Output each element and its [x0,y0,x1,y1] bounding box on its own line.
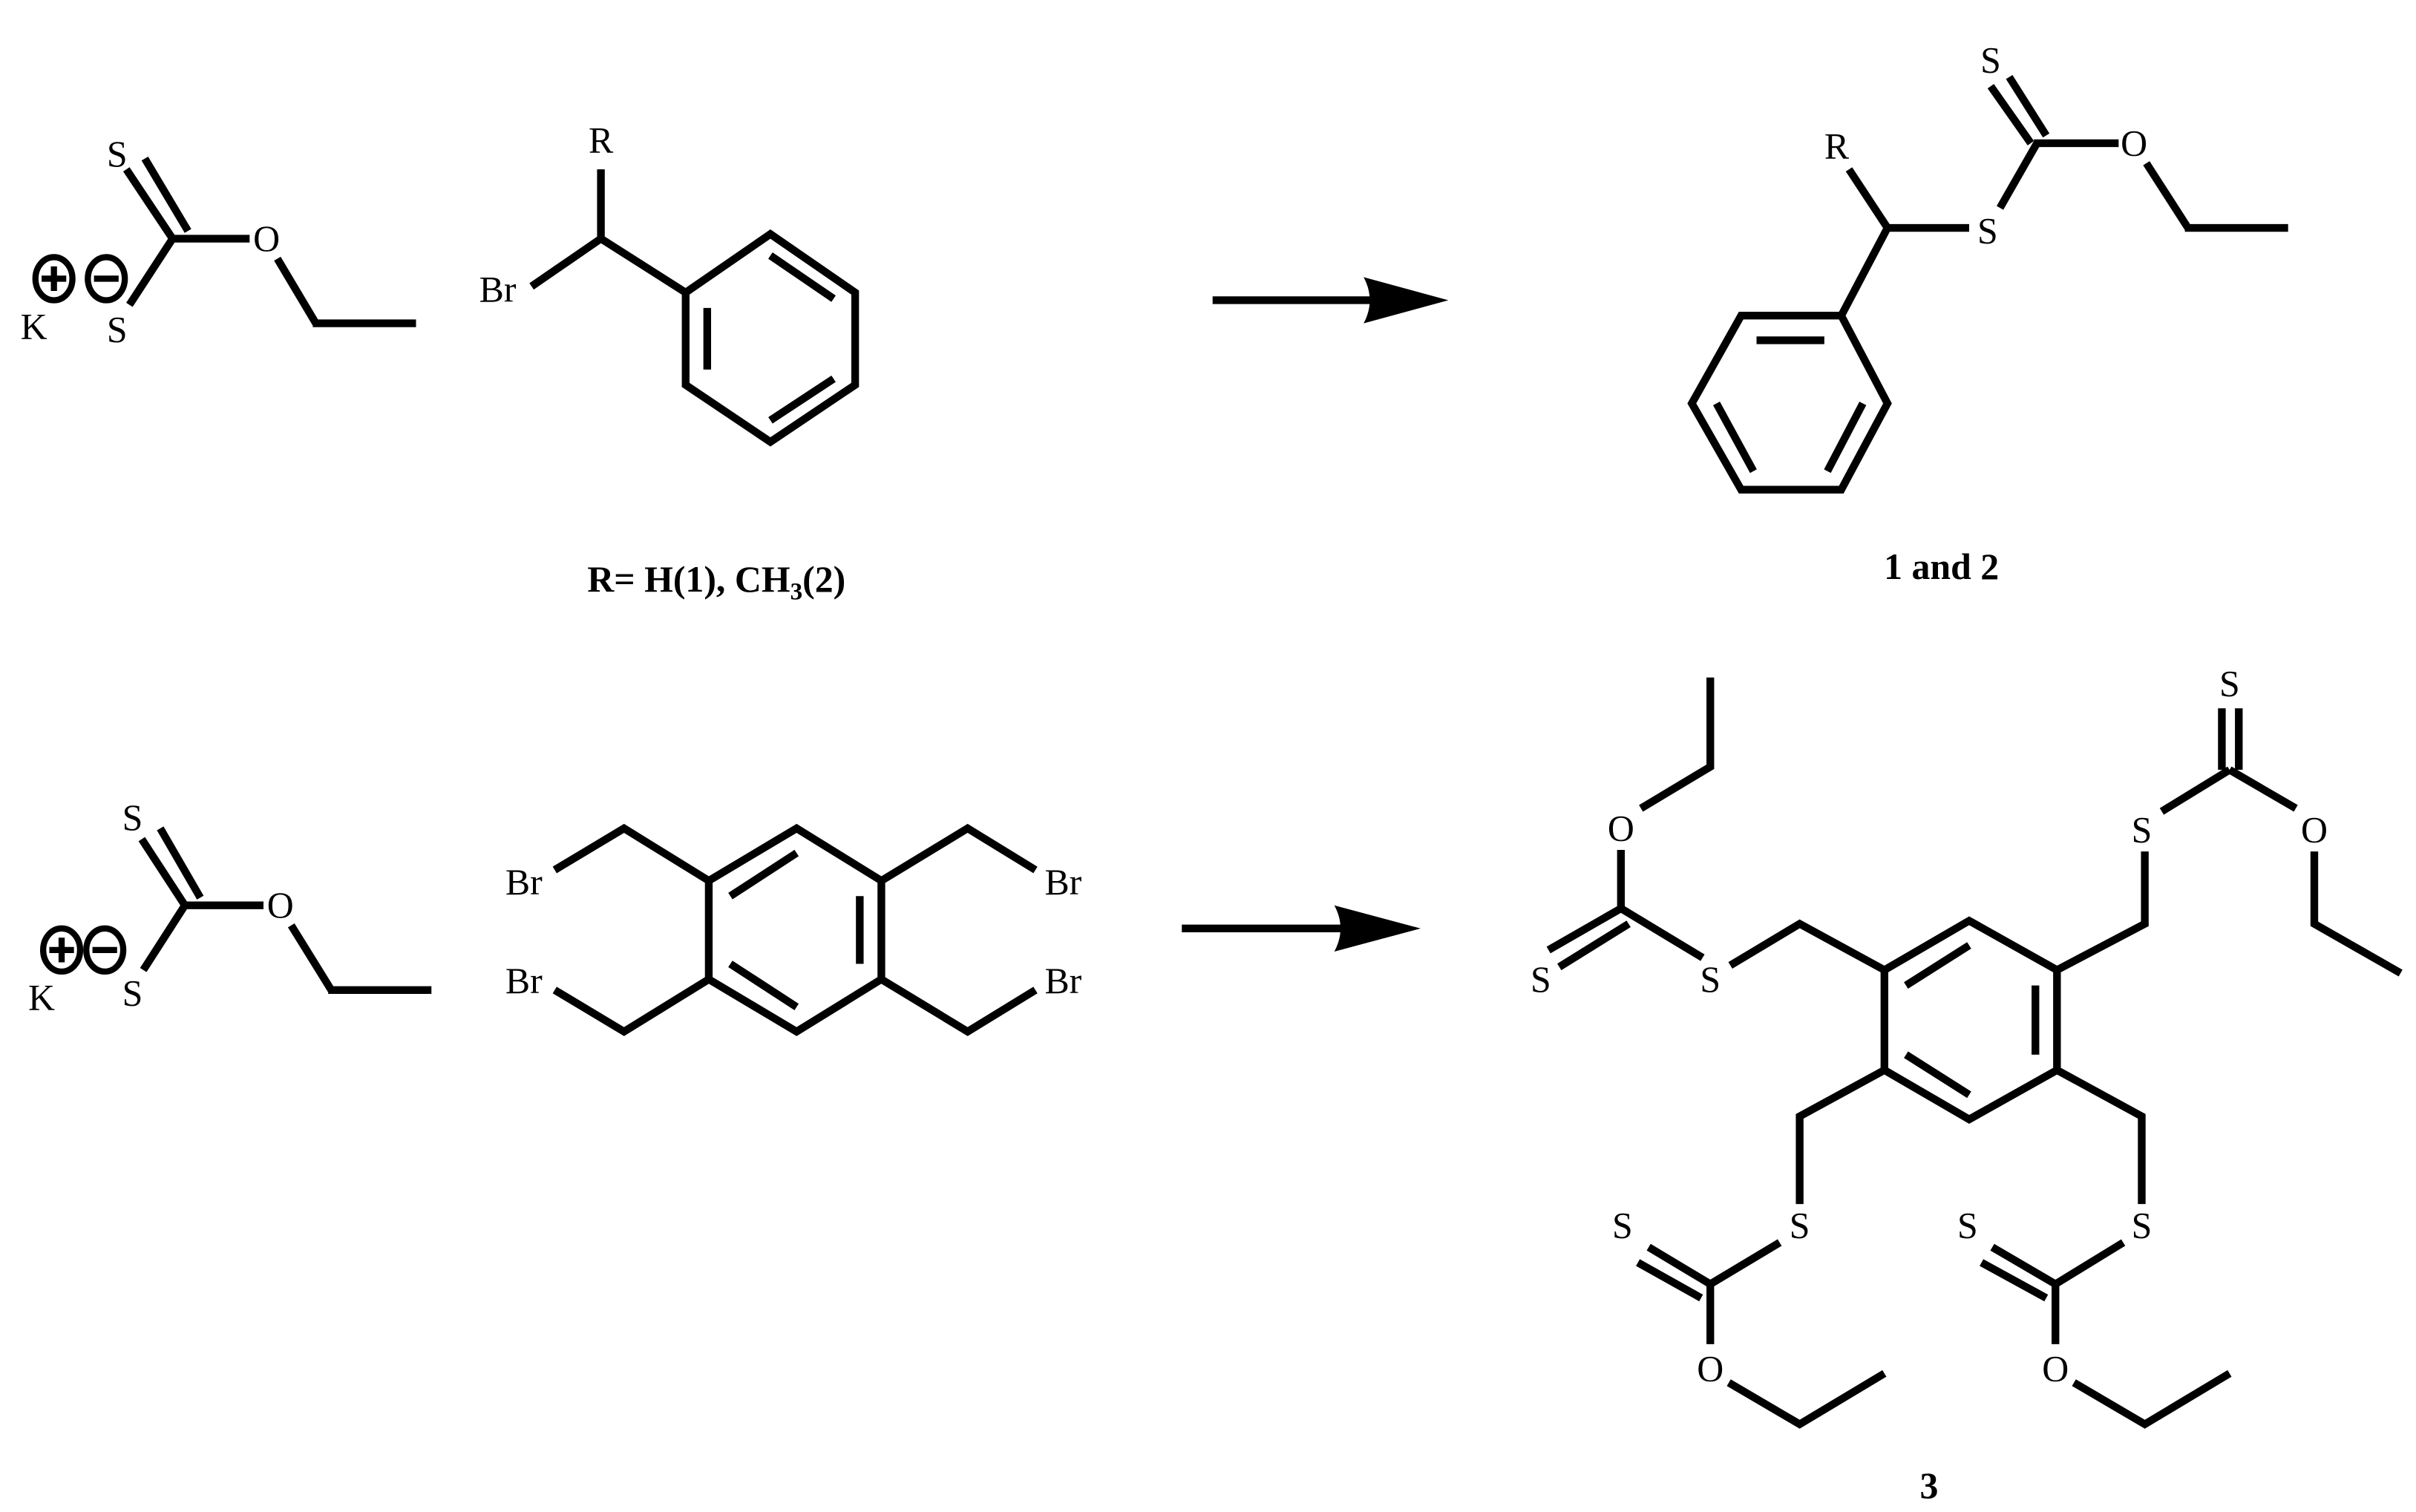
atom-bromine: Br [505,960,543,1001]
atom-sulfur-double: S [1957,1205,1978,1246]
atom-oxygen: O [2121,122,2147,163]
plus-charge-icon [32,254,76,304]
atom-sulfur-double: S [107,134,128,174]
potassium-ethyl-xanthate-row1: S S O K [21,134,416,350]
product-1-and-2: S S O R [1687,39,2288,494]
minus-charge-icon [85,254,128,304]
atom-bromine: Br [505,862,543,903]
atom-sulfur-double: S [1612,1205,1633,1246]
atom-sulfur-anion: S [107,309,128,350]
atom-bromine: Br [1044,862,1081,903]
atom-sulfur-double: S [1980,39,2001,80]
atom-potassium: K [21,306,48,347]
atom-oxygen: O [2301,810,2328,851]
minus-charge-icon [83,925,127,975]
atom-oxygen: O [1697,1349,1723,1390]
atom-sulfur-thio: S [2132,810,2153,851]
atom-sulfur-thio: S [2132,1205,2153,1246]
reaction-arrow-icon [1182,905,1421,952]
atom-sulfur-thio: S [1790,1205,1810,1246]
atom-oxygen: O [2042,1349,2069,1390]
product-label-3: 3 [1920,1465,1939,1506]
atom-oxygen: O [1608,808,1634,849]
atom-oxygen: O [267,885,294,926]
product-label-1-and-2: 1 and 2 [1884,546,1999,587]
atom-r-group: R [589,120,614,160]
atom-bromine: Br [1044,960,1081,1001]
atom-sulfur-double: S [2219,664,2240,704]
r-group-caption: R= H(1), CH3(2) [587,558,845,605]
plus-charge-icon [39,925,84,975]
reaction-arrow-icon [1212,277,1449,324]
atom-potassium: K [28,978,55,1018]
atom-sulfur-double: S [1531,959,1551,1000]
atom-oxygen: O [253,218,280,259]
atom-r-group: R [1824,126,1850,167]
potassium-ethyl-xanthate-row2: S S O K [28,797,432,1018]
product-3-tetrakis-xanthate: S S O S S O S S O S S O [1531,664,2403,1429]
atom-bromine: Br [479,269,517,310]
atom-sulfur-thio: S [1700,959,1721,1000]
atom-sulfur-thio: S [1977,211,1998,252]
benzyl-bromide-derivative: R Br [479,120,860,447]
atom-sulfur-double: S [122,797,143,838]
tetrakis-bromomethyl-benzene: Br Br Br Br [505,823,1082,1036]
atom-sulfur-anion: S [122,972,143,1013]
